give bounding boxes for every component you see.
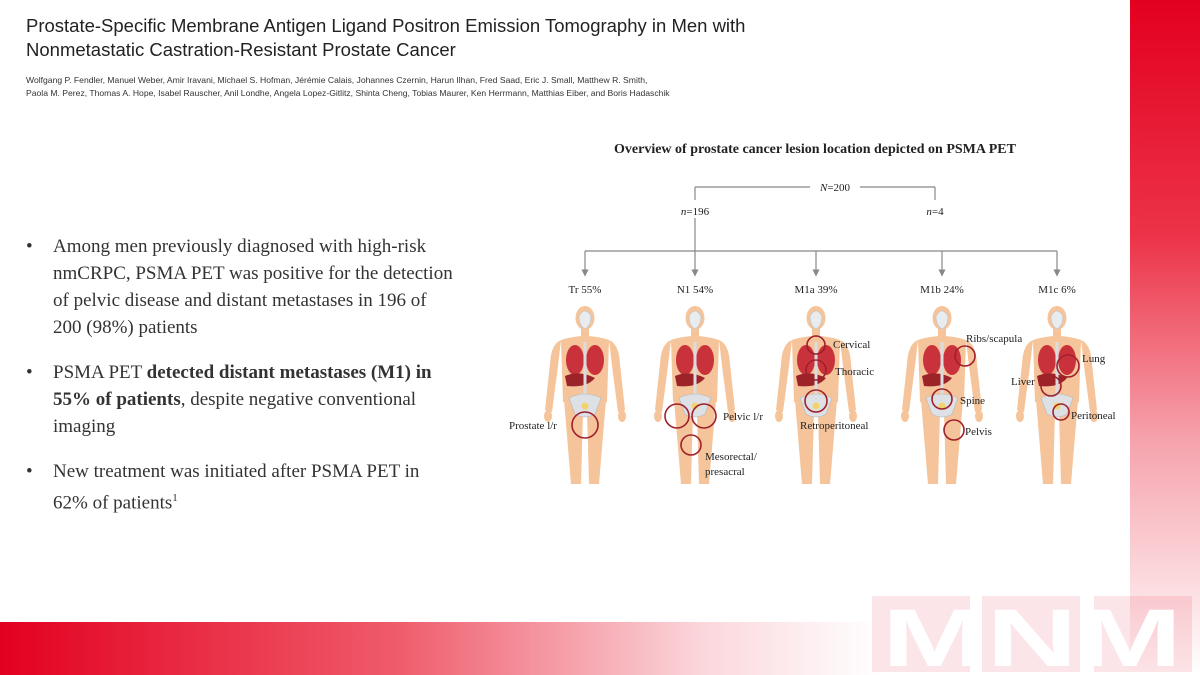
lesion-label-prostate: Prostate l/r [509,420,557,432]
bullet-2-emphasis: detected distant metastases (M1) in 55% … [53,362,432,410]
lesion-ring-prostate [571,411,599,439]
slide-title: Prostate-Specific Membrane Antigen Ligan… [26,14,786,62]
lesion-ring-liver [1040,375,1062,397]
lesion-ring-lung [1056,354,1080,378]
lesion-label-mesorectal: Mesorectal/ [705,451,758,463]
tree-root-value: =200 [827,182,850,194]
mnm-logo-tile-2 [982,596,1080,672]
tree-root-label: N=200 [819,182,851,194]
lesion-label-pelvic: Pelvic l/r [723,411,763,423]
lesion-label-retroperitoneal: Retroperitoneal [800,420,868,432]
bullet-dot-icon: • [26,236,33,257]
category-label-tr: Tr 55% [569,284,602,296]
tree-left-branch-value: =196 [686,206,709,218]
lesion-location-figure: Overview of prostate cancer lesion locat… [509,142,1116,485]
lesion-label-presacral: presacral [705,466,745,478]
lesion-ring-cervical [806,335,826,355]
lesion-label-peritoneal: Peritoneal [1071,410,1116,422]
lesion-label-lung: Lung [1082,353,1106,365]
category-label-m1b: M1b 24% [920,284,964,296]
bullet-1-text: Among men previously diagnosed with high… [53,236,453,338]
lesion-ring-pelvic-left [664,403,690,429]
lesion-ring-ribs [954,345,976,367]
author-list-line-1: Wolfgang P. Fendler, Manuel Weber, Amir … [26,75,648,85]
lesion-ring-pelvis [943,419,965,441]
bullet-3-footnote: 1 [172,492,178,504]
bullet-dot-icon: • [26,362,33,383]
mnm-logo-text: MNM [882,596,1182,672]
bullet-2-prefix: PSMA PET [53,362,147,383]
lesion-markers [571,335,1080,456]
tree-connectors [581,186,1061,277]
bottom-accent-band [0,622,880,675]
slide-title-line-1: Prostate-Specific Membrane Antigen Ligan… [26,15,746,36]
author-list-line-2: Paola M. Perez, Thomas A. Hope, Isabel R… [26,87,670,98]
category-label-m1a: M1a 39% [794,284,837,296]
bullet-3-text: New treatment was initiated after PSMA P… [53,461,420,514]
tree-right-branch-prefix: n [926,206,932,218]
tree-right-branch-value: =4 [932,206,944,218]
lesion-ring-peritoneal [1052,403,1070,421]
lesion-label-liver: Liver [1011,376,1035,388]
lesion-label-cervical: Cervical [833,339,870,351]
lesion-ring-retroperitoneal [804,389,828,413]
body-figure-m1c [1015,305,1099,485]
category-label-m1c: M1c 6% [1038,284,1076,296]
body-figure-tr [543,305,627,485]
bullet-item-1: • Among men previously diagnosed with hig… [26,233,456,341]
tree-left-branch-prefix: n [681,206,687,218]
lesion-ring-thoracic [805,359,827,381]
lesion-label-pelvis: Pelvis [965,426,992,438]
mnm-logo: MNM [872,596,1192,672]
bullet-list: • Among men previously diagnosed with hig… [26,233,456,534]
mnm-logo-tile-1 [872,596,970,672]
lesion-label-thoracic: Thoracic [835,366,874,378]
right-accent-band [1130,0,1200,675]
lesion-ring-spine [931,388,953,410]
lesion-ring-mesorectal [680,434,702,456]
slide-title-line-2: Nonmetastatic Castration-Resistant Prost… [26,39,456,60]
lesion-label-spine: Spine [960,395,985,407]
figure-title: Overview of prostate cancer lesion locat… [614,142,1017,157]
body-figure-m1a [774,305,858,485]
lesion-ring-pelvic-right [691,403,717,429]
bullet-item-3: • New treatment was initiated after PSMA … [26,458,456,516]
tree-right-branch-label: n=4 [926,206,944,218]
tree-root-prefix: N [819,182,828,194]
lesion-label-ribs-scapula: Ribs/scapula [966,333,1022,345]
author-list: Wolfgang P. Fendler, Manuel Weber, Amir … [26,74,726,99]
bullet-item-2: • PSMA PET detected distant metastases (M… [26,359,456,440]
mnm-logo-tile-3 [1094,596,1192,672]
category-label-n1: N1 54% [677,284,713,296]
bullet-dot-icon: • [26,461,33,482]
bullet-2-suffix: , despite negative conventional imaging [53,389,417,437]
tree-left-branch-label: n=196 [681,206,710,218]
